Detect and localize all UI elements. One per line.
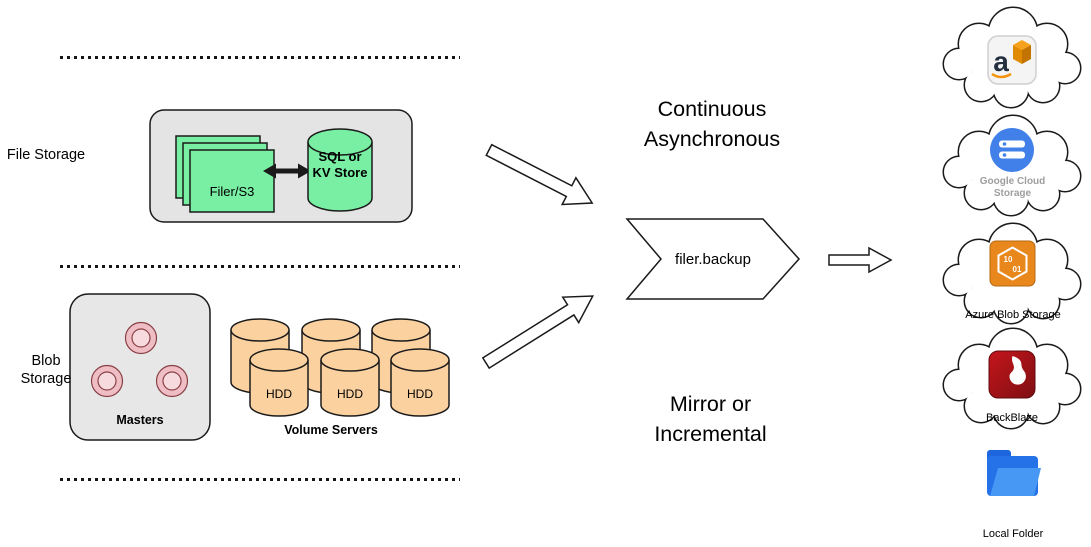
hdd-label: HDD — [337, 387, 363, 401]
google-cloud-storage-label: Google Cloud Storage — [979, 176, 1046, 199]
dotted-divider-middle — [60, 265, 460, 268]
backblaze-flame-icon — [988, 350, 1036, 399]
left-right-arrow-icon — [263, 163, 311, 179]
azure-digits-top: 10 — [1004, 255, 1013, 264]
aws-letter: a — [993, 46, 1009, 77]
filer-s3-stack — [175, 135, 275, 213]
filer-backup-label: filer.backup — [675, 251, 751, 268]
hdd-label: HDD — [266, 387, 292, 401]
dotted-divider-bottom — [60, 478, 460, 481]
master-node-circle — [90, 364, 124, 398]
azure-blob-storage-label: Azure Blob Storage — [965, 309, 1061, 321]
sql-kv-cylinder — [307, 128, 373, 212]
flow-arrow-right — [828, 246, 893, 274]
hdd-cylinder — [320, 348, 380, 417]
hdd-cylinder — [249, 348, 309, 417]
masters-label: Masters — [116, 413, 164, 427]
flow-arrow-top — [485, 143, 594, 206]
azure-digits-bottom: 01 — [1013, 265, 1022, 274]
blob-storage-label: Blob Storage — [20, 353, 72, 387]
hdd-label: HDD — [407, 387, 433, 401]
aws-icon: a — [987, 35, 1037, 85]
azure-blob-storage-icon: 10 01 — [989, 240, 1036, 287]
masters-box — [69, 293, 211, 441]
file-storage-label: File Storage — [6, 147, 86, 163]
master-node-circle — [155, 364, 189, 398]
continuous-asynchronous-label: Continuous Asynchronous — [643, 97, 781, 151]
filer-s3-label: Filer/S3 — [209, 184, 255, 199]
hdd-cylinders-front-row — [249, 348, 450, 417]
volume-servers-label: Volume Servers — [284, 423, 378, 437]
local-folder-label: Local Folder — [982, 528, 1044, 540]
local-folder-icon — [987, 450, 1041, 496]
mirror-incremental-label: Mirror or Incremental — [654, 392, 767, 446]
master-node-circle — [124, 321, 158, 355]
backblaze-label: BackBlaze — [986, 412, 1038, 424]
dotted-divider-top — [60, 56, 460, 59]
sql-kv-store-label: SQL or KV Store — [312, 149, 368, 180]
filer-backup-chevron — [625, 218, 801, 300]
flow-arrow-bottom — [481, 295, 595, 370]
google-cloud-storage-icon — [990, 128, 1034, 172]
hdd-cylinder — [390, 348, 450, 417]
